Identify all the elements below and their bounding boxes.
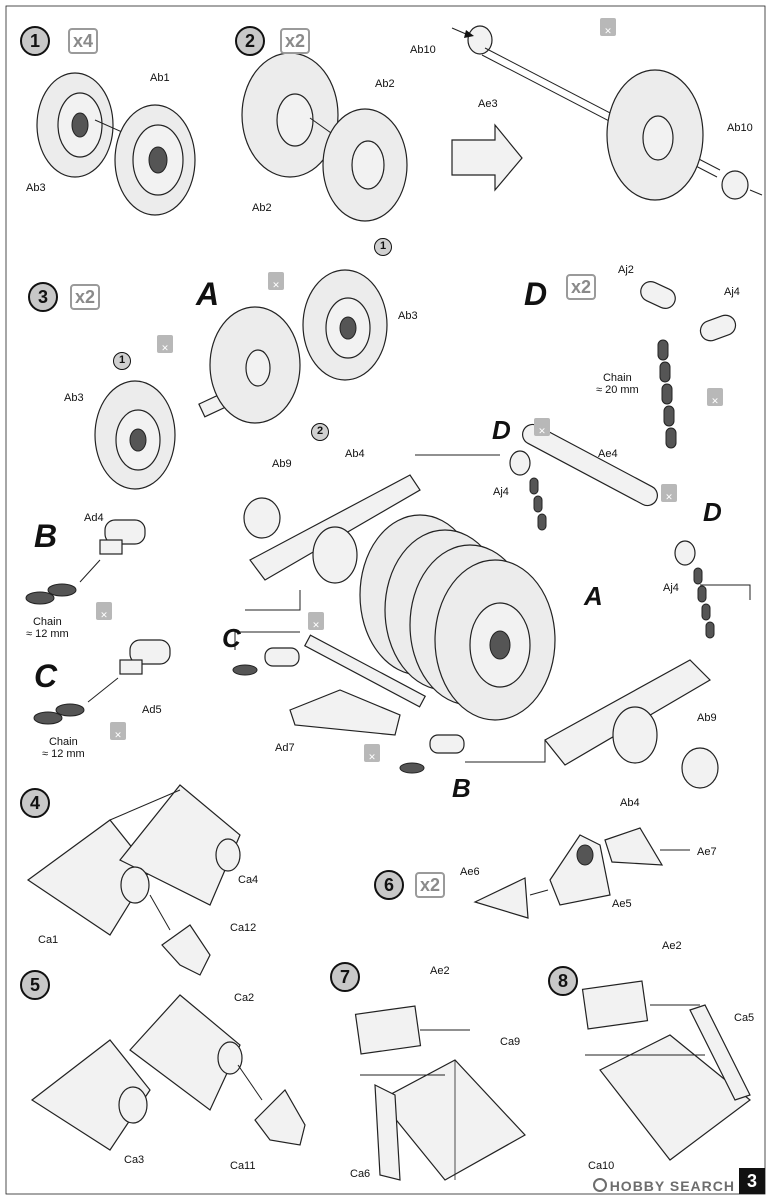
step-6-badge: 6 [374,870,404,900]
step3-wheel-middle [209,306,301,424]
step-reference: 1 [113,352,131,370]
step-4-badge: 4 [20,788,50,818]
step-reference: 1 [374,238,392,256]
part-label: Ab3 [64,392,84,404]
glue-icon [268,272,284,290]
part-label: Ca4 [238,874,259,886]
subassembly-letter-b: B [34,518,58,554]
part-label: Ca3 [124,1154,145,1166]
watermark: HOBBY SEARCH [592,1178,735,1194]
page-border [5,5,766,1195]
step3-wheel-left [94,380,176,490]
part-label: Ab4 [620,797,640,809]
subassembly-letter-c: C [34,658,58,694]
part-label: Ae5 [612,898,632,910]
step-1-badge: 1 [20,26,50,56]
step-2-multiplier: x2 [280,28,310,54]
part-label: Ad7 [275,742,295,754]
chain-length-label: Chain ≈ 12 mm [26,616,69,640]
part-label: Ca6 [350,1168,371,1180]
part-label: Ad5 [142,704,162,716]
sub-c-drawing [33,639,171,725]
part-label: Ab10 [410,44,436,56]
step-2-badge: 2 [235,26,265,56]
part-label: Ae3 [478,98,498,110]
part-label: Ab1 [150,72,170,84]
part-label: Aj2 [618,264,634,276]
part-label: Ca5 [734,1012,755,1024]
part-label: Aj4 [724,286,740,298]
part-label: Ab4 [345,448,365,460]
step5-drawing [30,994,306,1151]
axle-assembly [451,25,763,201]
part-label: Ae6 [460,866,480,878]
part-label: Ca9 [500,1036,521,1048]
part-label: Ab2 [252,202,272,214]
glue-icon [96,602,112,620]
part-label: Aj4 [663,582,679,594]
part-label: Ae2 [662,940,682,952]
main-letter-d: D [703,497,722,527]
part-label: Ae7 [697,846,717,858]
chain-length-label: Chain ≈ 20 mm [596,372,639,396]
step-7-badge: 7 [330,962,360,992]
glue-icon [364,744,380,762]
subassembly-letter-a: A [196,276,220,312]
step2-tire-right [322,108,408,222]
part-label: Ae4 [598,448,618,460]
page-number: 3 [739,1168,765,1194]
main-letter-c: C [222,623,241,653]
step-reference: 2 [311,423,329,441]
part-label: Ca10 [588,1160,615,1172]
main-letter-d: D [492,415,511,445]
hollow-arrow [451,123,523,192]
sub-b-drawing [25,519,146,605]
step1-wheel-front [114,104,196,216]
step1-wheel-rear [36,72,114,178]
glue-icon [308,612,324,630]
part-label: Ca12 [230,922,257,934]
part-label: Ab9 [697,712,717,724]
step8-drawing [581,980,751,1161]
part-label: Ad4 [84,512,104,524]
glue-icon [661,484,677,502]
watermark-logo-icon [592,1178,607,1192]
part-label: Ab3 [398,310,418,322]
glue-icon [534,418,550,436]
step3-wheel-right [302,269,388,381]
part-label: Ae2 [430,965,450,977]
sub-d-multiplier: x2 [566,274,596,300]
glue-icon [157,335,173,353]
main-letter-a: A [584,581,603,611]
step-3-multiplier: x2 [70,284,100,310]
part-label: Ca2 [234,992,255,1004]
part-label: Ab10 [727,122,753,134]
step-8-badge: 8 [548,966,578,996]
part-label: Aj4 [493,486,509,498]
step-3-badge: 3 [28,282,58,312]
chain-length-label: Chain ≈ 12 mm [42,736,85,760]
step-5-badge: 5 [20,970,50,1000]
step-1-multiplier: x4 [68,28,98,54]
sub-d-drawing [640,281,737,449]
part-label: Ca1 [38,934,59,946]
glue-icon [600,18,616,36]
glue-icon [707,388,723,406]
main-letter-b: B [452,773,471,803]
step-6-multiplier: x2 [415,872,445,898]
part-label: Ab9 [272,458,292,470]
part-label: Ca11 [230,1160,256,1172]
step4-drawing [26,784,241,976]
step2-tire-left [241,52,339,178]
main-assembly-drawing [232,423,751,789]
glue-icon [110,722,126,740]
step6-drawing [473,827,690,919]
step7-drawing [354,1005,526,1181]
part-label: Ab3 [26,182,46,194]
part-label: Ab2 [375,78,395,90]
watermark-text: HOBBY SEARCH [609,1178,735,1194]
subassembly-letter-d: D [524,276,548,312]
